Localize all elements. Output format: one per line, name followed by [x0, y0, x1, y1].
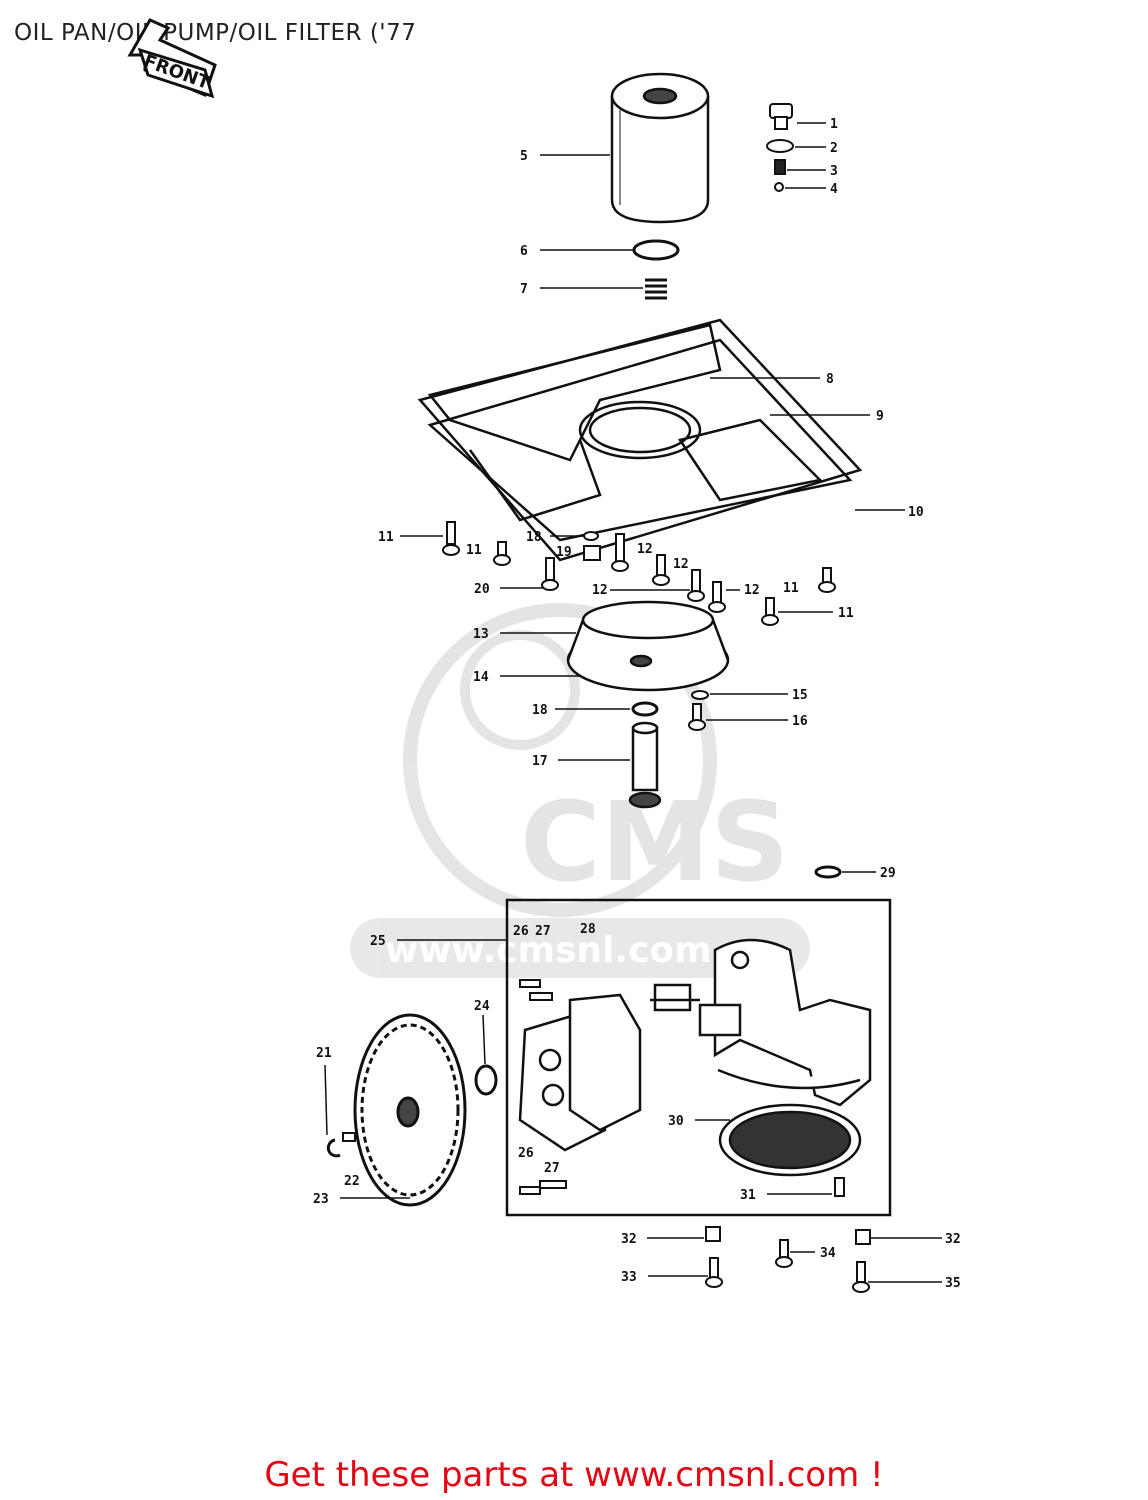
part-label-11b: 11 [466, 543, 482, 558]
pump-gears [650, 983, 742, 1037]
part-label-11d: 11 [838, 606, 854, 621]
part-label-29: 29 [880, 866, 896, 881]
circlip-21 [326, 1138, 341, 1158]
oil-pan [417, 318, 863, 562]
part-label-22: 22 [344, 1174, 360, 1189]
watermark-url: www.cmsnl.com [385, 930, 712, 971]
part-label-26b: 26 [518, 1146, 534, 1161]
part-label-4: 4 [830, 182, 838, 197]
part-label-26a: 26 [513, 924, 529, 939]
part-label-12b: 12 [673, 557, 689, 572]
pump-cover [518, 993, 642, 1152]
part-label-19: 19 [556, 545, 572, 560]
oring-18-lower [631, 701, 659, 717]
part-label-16: 16 [792, 714, 808, 729]
bolt-16 [688, 703, 706, 731]
part-label-32a: 32 [621, 1232, 637, 1247]
part-label-5: 5 [520, 149, 528, 164]
leader-lines [324, 122, 942, 1283]
key-22 [342, 1132, 356, 1142]
part-label-8: 8 [826, 372, 834, 387]
lower-fasteners [705, 1226, 871, 1293]
part-label-30: 30 [668, 1114, 684, 1129]
part-label-15: 15 [792, 688, 808, 703]
part-label-9: 9 [876, 409, 884, 424]
part-label-14: 14 [473, 670, 489, 685]
part-label-12a: 12 [637, 542, 653, 557]
part-label-13: 13 [473, 627, 489, 642]
part-label-20: 20 [474, 582, 490, 597]
part-label-24: 24 [474, 999, 490, 1014]
part-label-33: 33 [621, 1270, 637, 1285]
part-label-12c: 12 [592, 583, 608, 598]
oil-strainer [566, 600, 730, 692]
oil-pump-body [713, 938, 872, 1177]
part-label-25: 25 [370, 934, 386, 949]
part-label-10: 10 [908, 505, 924, 520]
washer-29 [814, 865, 842, 879]
oring-15 [691, 690, 709, 700]
oil-pump-box [505, 898, 892, 1217]
oil-filter [610, 72, 710, 224]
part-label-31: 31 [740, 1188, 756, 1203]
filter-spring [645, 278, 667, 300]
footer-link[interactable]: Get these parts at www.cmsnl.com ! [264, 1455, 884, 1495]
part-label-28: 28 [580, 922, 596, 937]
part-label-17: 17 [532, 754, 548, 769]
part-number-labels: 1 2 3 4 5 6 7 8 9 10 11 11 18 19 12 12 2… [313, 117, 961, 1291]
pan-bolts [442, 521, 836, 626]
part-label-27a: 27 [535, 924, 551, 939]
part-label-3: 3 [830, 164, 838, 179]
part-label-2: 2 [830, 141, 838, 156]
page-title: OIL PAN/OIL PUMP/OIL FILTER ('77 [14, 20, 417, 46]
washer-24 [474, 1064, 498, 1096]
part-label-32b: 32 [945, 1232, 961, 1247]
part-label-23: 23 [313, 1192, 329, 1207]
part-label-1: 1 [830, 117, 838, 132]
part-label-27b: 27 [544, 1161, 560, 1176]
drain-plug-assembly [766, 103, 794, 192]
part-label-6: 6 [520, 244, 528, 259]
oil-pump-gear [353, 1013, 467, 1207]
filter-washer [632, 239, 680, 261]
front-arrow-badge: FRONT [127, 18, 217, 99]
part-label-34: 34 [820, 1246, 836, 1261]
part-label-21: 21 [316, 1046, 332, 1061]
part-label-11a: 11 [378, 530, 394, 545]
part-label-12d: 12 [744, 583, 760, 598]
part-label-35: 35 [945, 1276, 961, 1291]
part-label-11c: 11 [783, 581, 799, 596]
oil-pipe-17 [628, 721, 662, 809]
part-label-18b: 18 [532, 703, 548, 718]
part-label-18a: 18 [526, 530, 542, 545]
pump-screws [519, 979, 845, 1197]
part-label-7: 7 [520, 282, 528, 297]
